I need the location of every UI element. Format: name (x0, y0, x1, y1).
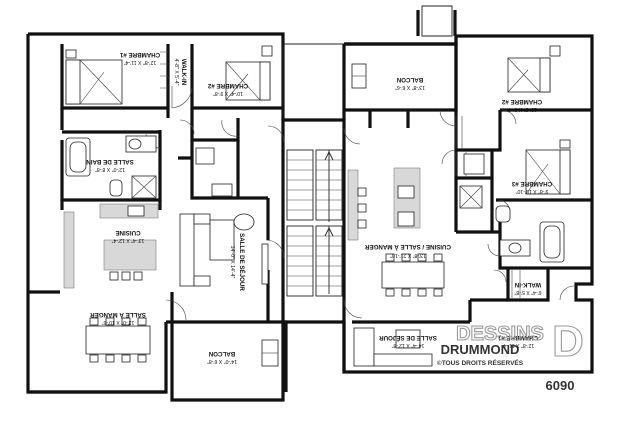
watermark-line2: DRUMMOND (441, 342, 520, 357)
room-title-sejour-left: SALLE DE SÉJOUR (238, 233, 246, 291)
room-title-cuisine-right: CUISINE / SALLE À MANGER (365, 243, 451, 250)
watermark-logo: D (552, 317, 584, 366)
room-title-balcon-top: BALCON (396, 76, 423, 83)
room-dims-chambre2-left: 10'-4" X 9'-8" (213, 90, 243, 96)
room-title-walkin1: WALK-IN (180, 59, 187, 86)
room-dims-walkin2: 6'-4" X 5'-8" (514, 289, 541, 295)
room-dims-walkin1: 4'-8" X 5'-4" (173, 58, 179, 85)
room-dims-salle-bain: 12'-0" X 8'-8" (95, 166, 125, 172)
room-dims-cuisine-right: 13'-8" X 21'-10" (390, 252, 426, 258)
room-dims-chambre3: 9'-8" X 10'-10" (515, 188, 548, 194)
watermark-copyright: ©TOUS DROITS RÉSERVÉS (437, 358, 524, 367)
room-title-chambre2-left: CHAMBRE #2 (207, 82, 248, 89)
room-dims-sejour-left: 14'-0" X 14'-4" (229, 246, 235, 279)
room-title-salle-bain: SALLE DE BAIN (86, 158, 134, 165)
room-title-cuisine-left: CUISINE (115, 229, 140, 236)
room-title-walkin2: WALK-IN (514, 281, 541, 288)
room-dims-salle-manger: 13'-0" X 10'-6" (101, 319, 134, 325)
room-dims-cuisine-left: 13'-4" X 12'-4" (111, 237, 144, 243)
room-dims-chambre1: 12'-8" X 11'-4" (124, 59, 157, 65)
furniture-right (347, 45, 571, 367)
watermark: DESSINS DRUMMOND ©TOUS DROITS RÉSERVÉS D… (437, 316, 585, 393)
right-interior-walls (352, 36, 592, 324)
room-title-chambre3: CHAMBRE #3 (511, 180, 552, 187)
watermark-line1: DESSINS (456, 323, 544, 345)
stairs (286, 149, 343, 297)
room-dims-balcon-bottom: 14'-0" X 6'-8" (207, 358, 237, 364)
furniture-left (63, 45, 279, 367)
room-title-salle-manger: SALLE À MANGER (90, 311, 146, 318)
room-labels: CHAMBRE #1 12'-8" X 11'-4" WALK-IN 4'-8"… (86, 51, 552, 364)
room-title-balcon-bottom: BALCON (208, 350, 235, 357)
room-dims-sejour-right: 14'-4" X 12'-8" (391, 342, 424, 348)
room-dims-chambre1-right: 12'-8" X 11'-4" (502, 342, 535, 348)
plan-number: 6090 (546, 378, 575, 393)
room-dims-balcon-top: 13'-8" X 6'-6" (395, 84, 425, 90)
room-title-chambre1-right: CHAMBRE #1 (497, 334, 538, 341)
room-dims-chambre2-right: 10'-8" X 9'-4" (507, 106, 537, 112)
room-title-chambre2-right: CHAMBRE #2 (501, 98, 542, 105)
room-title-chambre1: CHAMBRE #1 (119, 51, 160, 58)
room-title-sejour-right: SALLE DE SÉJOUR (379, 334, 437, 342)
